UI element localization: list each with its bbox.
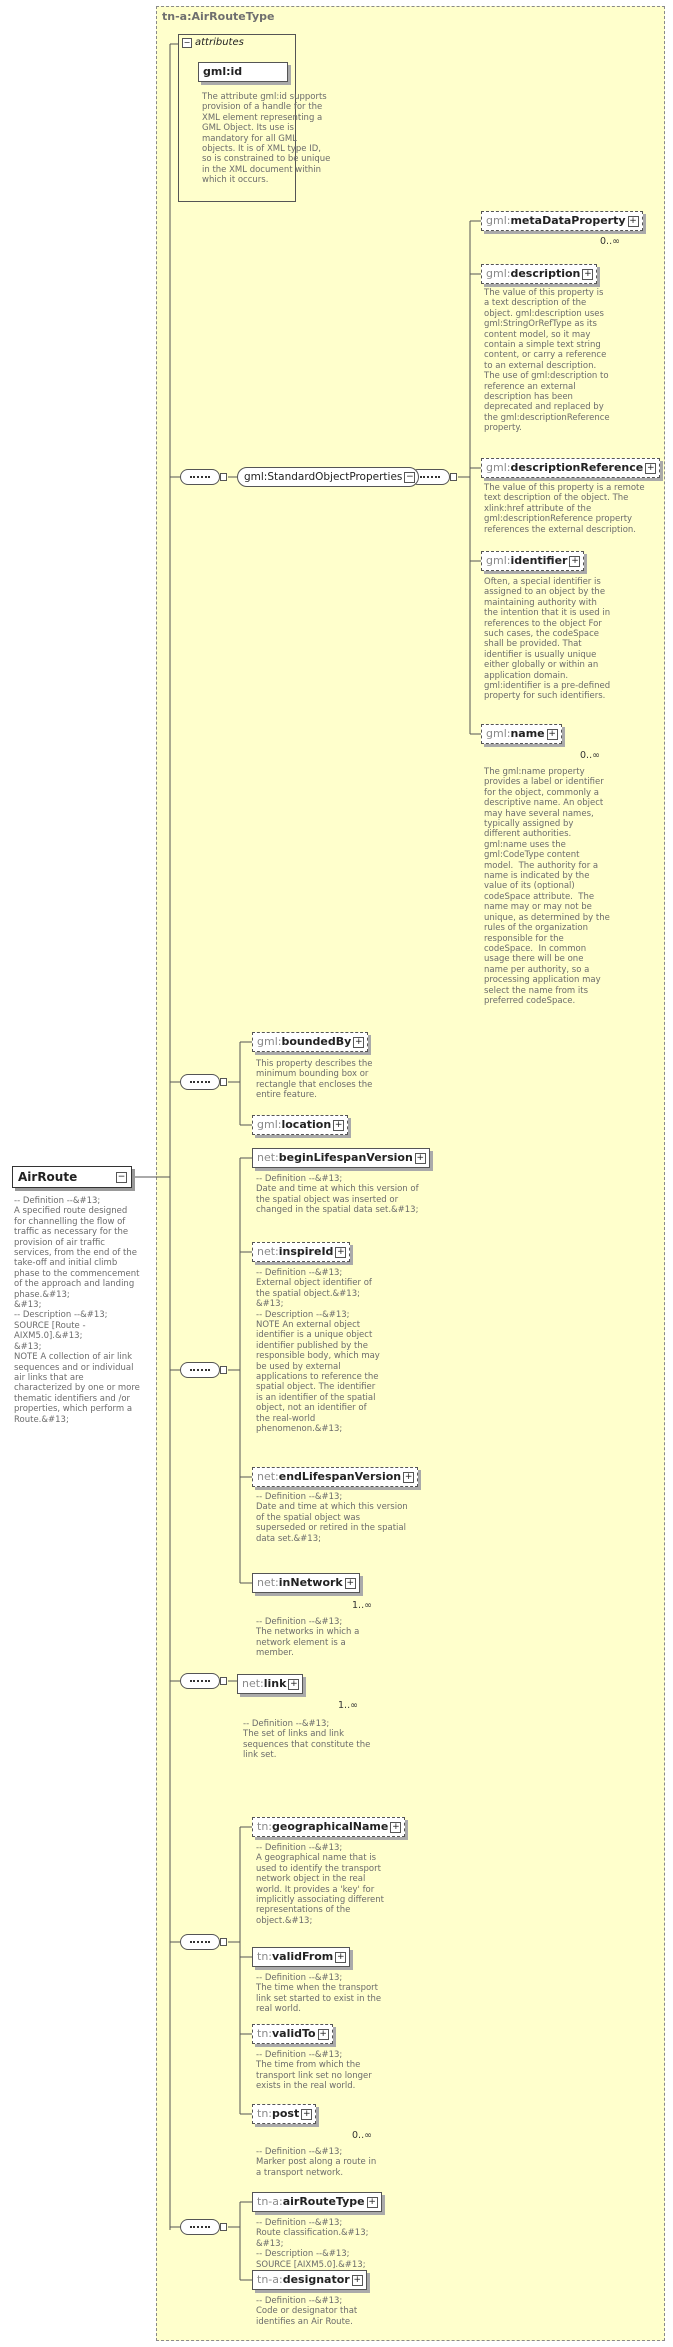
element-doc: This property describes the minimum boun…	[256, 1059, 373, 1101]
multiplicity-label: 1..∞	[338, 1700, 358, 1711]
group-label: gml:StandardObjectProperties	[244, 471, 403, 483]
root-element-doc: -- Definition --&#13; A specified route …	[14, 1196, 140, 1425]
group-standard-object-properties[interactable]: gml:StandardObjectProperties −	[237, 467, 420, 487]
element-doc: -- Definition --&#13; Route classificati…	[256, 2218, 369, 2270]
root-element-label: AirRoute	[18, 1170, 78, 1184]
multiplicity-label: 0..∞	[352, 2130, 372, 2141]
element-doc: -- Definition --&#13; The time from whic…	[256, 2050, 372, 2092]
element-doc: -- Definition --&#13; A geographical nam…	[256, 1843, 385, 1926]
expand-icon[interactable]: +	[546, 729, 558, 740]
element-doc: -- Definition --&#13; Date and time at w…	[256, 1492, 408, 1544]
collapse-icon[interactable]: −	[182, 38, 192, 48]
element-tn-post[interactable]: tn:post+	[252, 2104, 317, 2124]
sequence-compositor[interactable]	[180, 1934, 227, 1950]
expand-icon[interactable]: +	[344, 1578, 356, 1589]
attribute-gml-id[interactable]: gml:id	[198, 62, 288, 82]
expand-icon[interactable]: +	[351, 2275, 363, 2286]
expand-icon[interactable]: +	[353, 1037, 365, 1048]
attributes-label: attributes	[195, 37, 244, 48]
element-doc: The value of this property is a remote t…	[484, 483, 645, 535]
expand-icon[interactable]: +	[390, 1822, 402, 1833]
collapse-icon[interactable]: −	[404, 472, 416, 483]
element-tn-a-airroutetype[interactable]: tn-a:airRouteType+	[252, 2192, 382, 2212]
element-gml-location[interactable]: gml:location+	[252, 1115, 349, 1135]
expand-icon[interactable]: +	[335, 1247, 347, 1258]
sequence-compositor[interactable]	[180, 469, 227, 485]
element-tn-validfrom[interactable]: tn:validFrom+	[252, 1947, 351, 1967]
element-tn-a-designator[interactable]: tn-a:designator+	[252, 2270, 367, 2290]
element-tn-validto[interactable]: tn:validTo+	[252, 2024, 333, 2044]
expand-icon[interactable]: +	[317, 2029, 329, 2040]
expand-icon[interactable]: +	[582, 269, 594, 280]
element-gml-name[interactable]: gml:name+	[481, 724, 562, 744]
element-doc: -- Definition --&#13; Marker post along …	[256, 2147, 377, 2178]
expand-icon[interactable]: +	[301, 2109, 313, 2120]
element-net-innetwork[interactable]: net:inNetwork+	[252, 1573, 360, 1593]
element-doc: The value of this property is a text des…	[484, 288, 610, 434]
attribute-gml-id-doc: The attribute gml:id supports provision …	[202, 92, 331, 186]
sequence-compositor[interactable]	[180, 1362, 227, 1378]
element-doc: Often, a special identifier is assigned …	[484, 577, 611, 702]
expand-icon[interactable]: +	[403, 1472, 415, 1483]
element-doc: -- Definition --&#13; The time when the …	[256, 1973, 382, 2015]
sequence-compositor[interactable]	[180, 1673, 227, 1689]
root-element-airroute[interactable]: AirRoute −	[12, 1166, 132, 1188]
collapse-icon[interactable]: −	[116, 1172, 127, 1183]
multiplicity-label: 0..∞	[580, 750, 600, 761]
element-doc: -- Definition --&#13; The networks in wh…	[256, 1617, 360, 1659]
multiplicity-label: 0..∞	[600, 236, 620, 247]
expand-icon[interactable]: +	[288, 1679, 300, 1690]
complex-type-title: tn-a:AirRouteType	[162, 10, 275, 23]
multiplicity-label: 1..∞	[352, 1600, 372, 1611]
element-doc: -- Definition --&#13; Code or designator…	[256, 2296, 358, 2327]
element-doc: The gml:name property provides a label o…	[484, 767, 610, 1006]
attributes-header[interactable]: −attributes	[182, 37, 244, 48]
element-tn-geographicalname[interactable]: tn:geographicalName+	[252, 1817, 406, 1837]
expand-icon[interactable]: +	[333, 1120, 345, 1131]
expand-icon[interactable]: +	[335, 1952, 347, 1963]
element-gml-descriptionreference[interactable]: gml:descriptionReference+	[481, 458, 661, 478]
element-doc: -- Definition --&#13; The set of links a…	[243, 1719, 371, 1761]
element-net-link[interactable]: net:link+	[237, 1674, 304, 1694]
expand-icon[interactable]: +	[414, 1153, 426, 1164]
element-gml-boundedby[interactable]: gml:boundedBy+	[252, 1032, 369, 1052]
element-gml-description[interactable]: gml:description+	[481, 264, 598, 284]
expand-icon[interactable]: +	[366, 2197, 378, 2208]
complex-type-container	[156, 6, 665, 2341]
element-doc: -- Definition --&#13; External object id…	[256, 1268, 380, 1435]
sequence-compositor[interactable]	[180, 1074, 227, 1090]
element-doc: -- Definition --&#13; Date and time at w…	[256, 1174, 419, 1216]
expand-icon[interactable]: +	[627, 216, 639, 227]
element-gml-metadataproperty[interactable]: gml:metaDataProperty+	[481, 211, 643, 231]
element-gml-identifier[interactable]: gml:identifier+	[481, 551, 585, 571]
element-net-beginlifespanversion[interactable]: net:beginLifespanVersion+	[252, 1148, 430, 1168]
sequence-compositor[interactable]	[180, 2219, 227, 2235]
expand-icon[interactable]: +	[645, 463, 657, 474]
element-net-inspireid[interactable]: net:inspireId+	[252, 1242, 351, 1262]
element-net-endlifespanversion[interactable]: net:endLifespanVersion+	[252, 1467, 419, 1487]
expand-icon[interactable]: +	[569, 556, 581, 567]
